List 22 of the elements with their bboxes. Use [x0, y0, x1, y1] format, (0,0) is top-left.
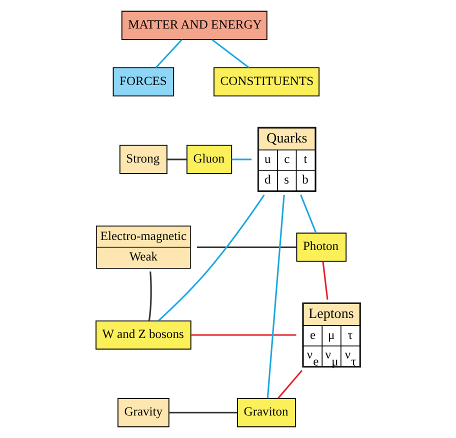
- connector: [168, 412, 237, 414]
- connector: [190, 334, 296, 336]
- connector: [322, 261, 328, 300]
- node-box: Strong: [118, 144, 167, 174]
- node-box: CONSTITUENTS: [213, 67, 320, 96]
- connector: [266, 194, 284, 398]
- connector: [154, 39, 182, 68]
- node-box: Gravity: [117, 398, 169, 428]
- connector: [148, 272, 152, 321]
- connector: [231, 158, 252, 160]
- node-box: MATTER AND ENERGY: [120, 10, 267, 40]
- node-box: Gluon: [186, 144, 232, 174]
- connector: [300, 194, 316, 234]
- connector: [196, 246, 296, 248]
- connector: [158, 194, 264, 322]
- node-box: FORCES: [112, 67, 174, 96]
- connector: [211, 39, 249, 68]
- connector: [277, 370, 302, 399]
- connector: [166, 158, 186, 160]
- node-box: Graviton: [236, 398, 296, 428]
- node-box: Photon: [296, 232, 346, 262]
- node-box: W and Z bosons: [95, 320, 191, 350]
